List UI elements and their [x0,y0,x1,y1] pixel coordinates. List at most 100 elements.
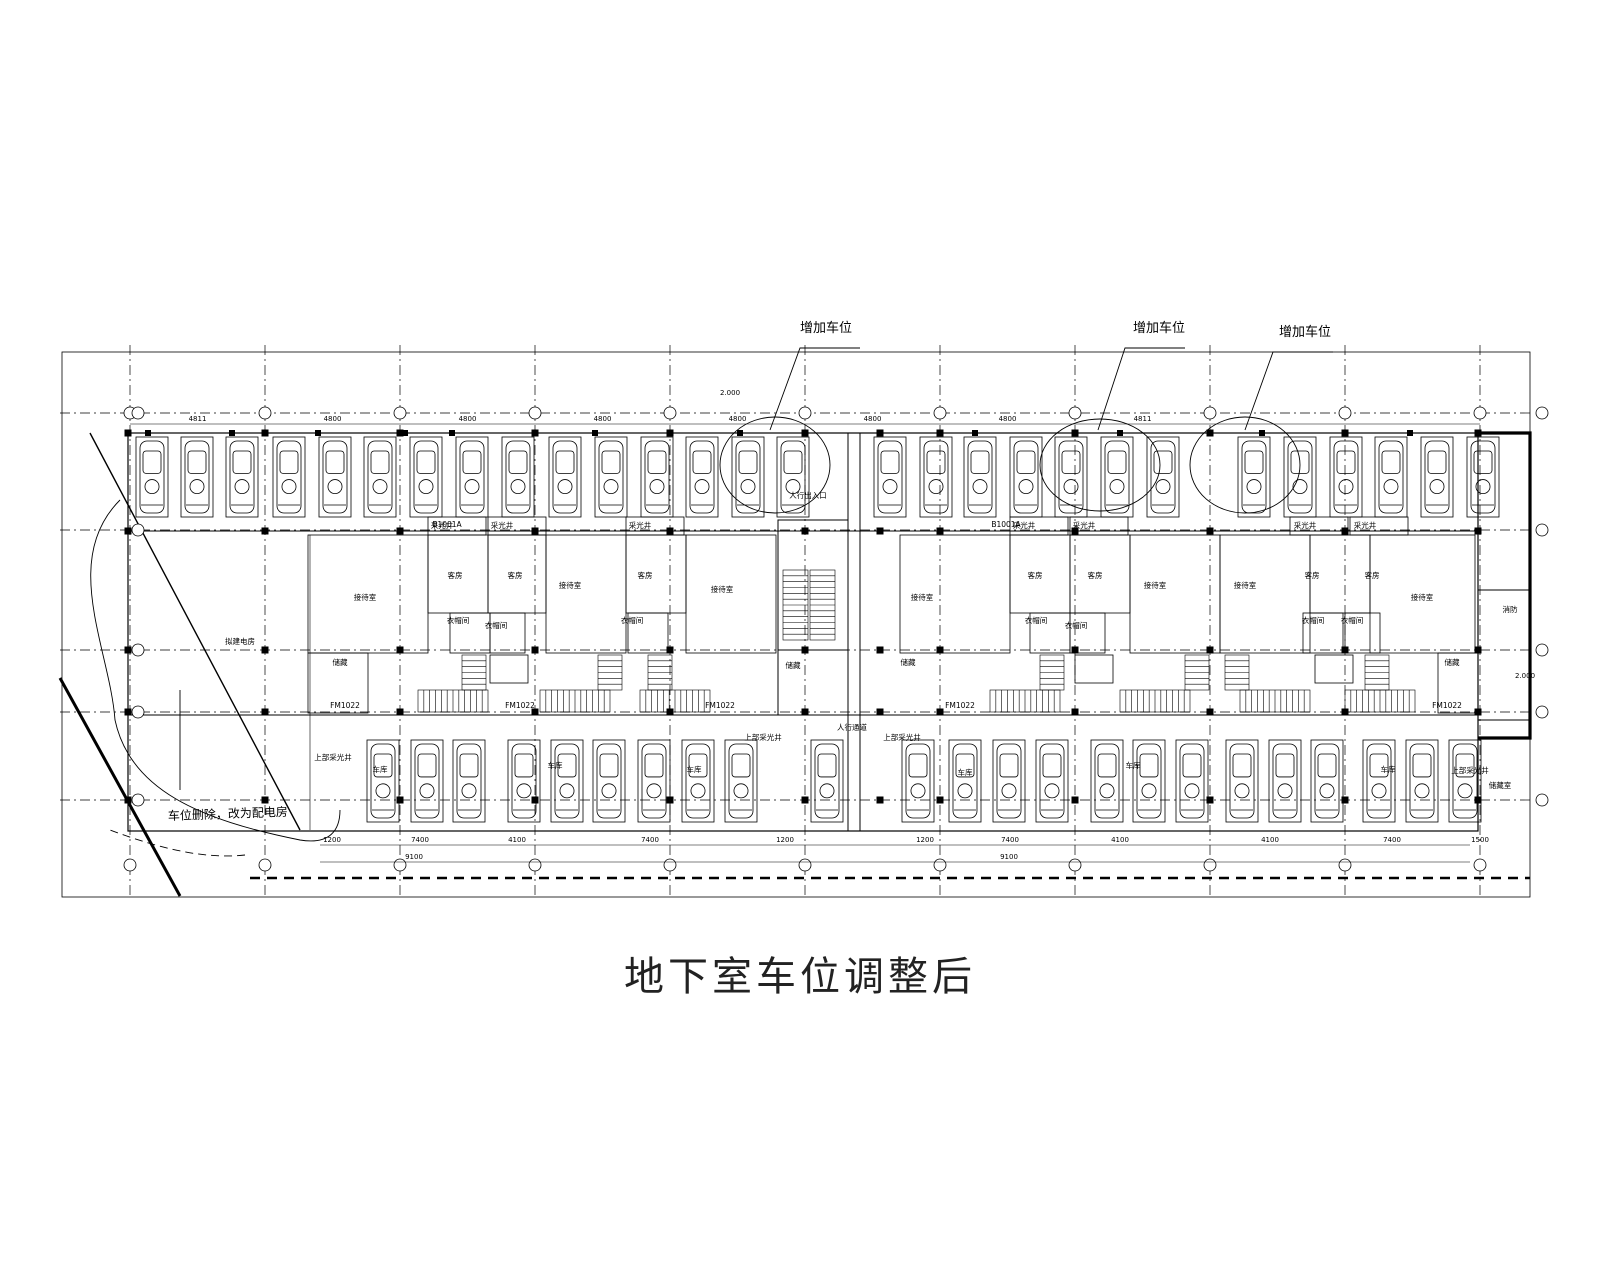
column [1071,708,1079,716]
bottom-row-stall [1132,739,1166,823]
stall-outline [963,436,997,518]
stair-run [989,689,1061,713]
column [801,646,809,654]
core-room-outline [777,649,849,716]
axis-bubble-right [1535,406,1549,420]
car-windshield [508,450,528,474]
dim-text-bottom: 7400 [1001,836,1019,844]
car-roof-circle [1184,783,1200,799]
stall-outline [1420,436,1454,518]
car-body [1409,743,1435,819]
stair-run [597,654,623,691]
dim-text-bottom: 1200 [916,836,934,844]
small-room-outline [489,612,526,654]
car-roof-circle [327,479,343,495]
room-label-closet: 衣帽间 [1341,615,1364,625]
car-windshield [555,450,575,474]
room-label-club: 车库 [1381,764,1397,774]
top-row-stall [1466,436,1500,518]
lightwell-outline [487,516,547,536]
column [936,796,944,804]
bottom-row-stall [550,739,584,823]
top-row-stall [776,436,810,518]
stall-outline [409,436,443,518]
car-body [552,440,578,514]
stall-outline [410,739,444,823]
room-label-club: 车库 [687,764,702,774]
car-roof-circle [1141,783,1157,799]
core-room-outline [777,519,849,651]
car-body [1039,743,1065,819]
column [1206,646,1214,654]
dim-text-top: 4800 [324,415,342,423]
column [1341,527,1349,535]
stall-outline [135,436,169,518]
car-body [644,440,670,514]
top-row-stall [1283,436,1317,518]
car-windshield [926,450,946,474]
axis-bubble-right [1535,793,1549,807]
top-row-stall [1100,436,1134,518]
bottom-row-stall [637,739,671,823]
column [666,527,674,535]
bottom-row-stall [1090,739,1124,823]
dim-text-top: 4811 [189,415,207,423]
room-label-lobby: 接待室 [711,584,734,594]
dim-text-bottom: 4100 [1261,836,1279,844]
column [261,527,269,535]
room-label-lightwell: 采光井 [629,520,652,530]
column [1206,708,1214,716]
stall-outline [1090,739,1124,823]
room-label-lobby: 接待室 [1234,580,1257,590]
axis-bubble-top [1338,406,1352,420]
car-roof-circle [375,783,391,799]
car-body [322,440,348,514]
lightwell-outline [1009,516,1069,536]
stall-outline [724,739,758,823]
column [396,429,404,437]
car-windshield [955,753,975,778]
car-windshield [232,450,252,474]
column [1341,429,1349,437]
top-row-stall [594,436,628,518]
top-row-stall [873,436,907,518]
column [1341,646,1349,654]
top-row-stall [640,436,674,518]
top-row-stall [1009,436,1043,518]
car-body [1179,743,1205,819]
car-windshield [325,450,345,474]
stair-run [1344,689,1416,713]
core-room-outline [1477,589,1531,721]
room-label-pedestrian_entry: 人行出入口 [789,490,827,500]
car-windshield [1275,753,1295,778]
car-roof-circle [557,479,573,495]
column [1206,527,1214,535]
axis-bubble-top [258,406,272,420]
column [1407,430,1413,436]
room-label-guest: 客房 [508,570,523,580]
car-windshield [599,753,619,778]
car-roof-circle [461,783,477,799]
stall-outline [594,436,628,518]
car-windshield [880,450,900,474]
rooms-layer [307,516,1531,721]
car-body [139,440,165,514]
car-windshield [738,450,758,474]
car-body [459,440,485,514]
lightwell-outline [489,654,529,684]
bottom-row-stall [992,739,1026,823]
column [402,430,408,436]
car-windshield [557,753,577,778]
column [801,796,809,804]
car-windshield [999,753,1019,778]
diagonal-wall [89,432,301,831]
room-label-closet: 衣帽间 [485,620,508,630]
callout-add-stall-1: 增加车位 [800,320,852,336]
parking-stalls [135,436,1500,823]
axis-bubble-bottom [798,858,812,872]
bottom-row-stall [1362,739,1396,823]
dim-text-bottom: 4100 [1111,836,1129,844]
stair-run [809,569,836,641]
car-body [184,440,210,514]
car-windshield [187,450,207,474]
